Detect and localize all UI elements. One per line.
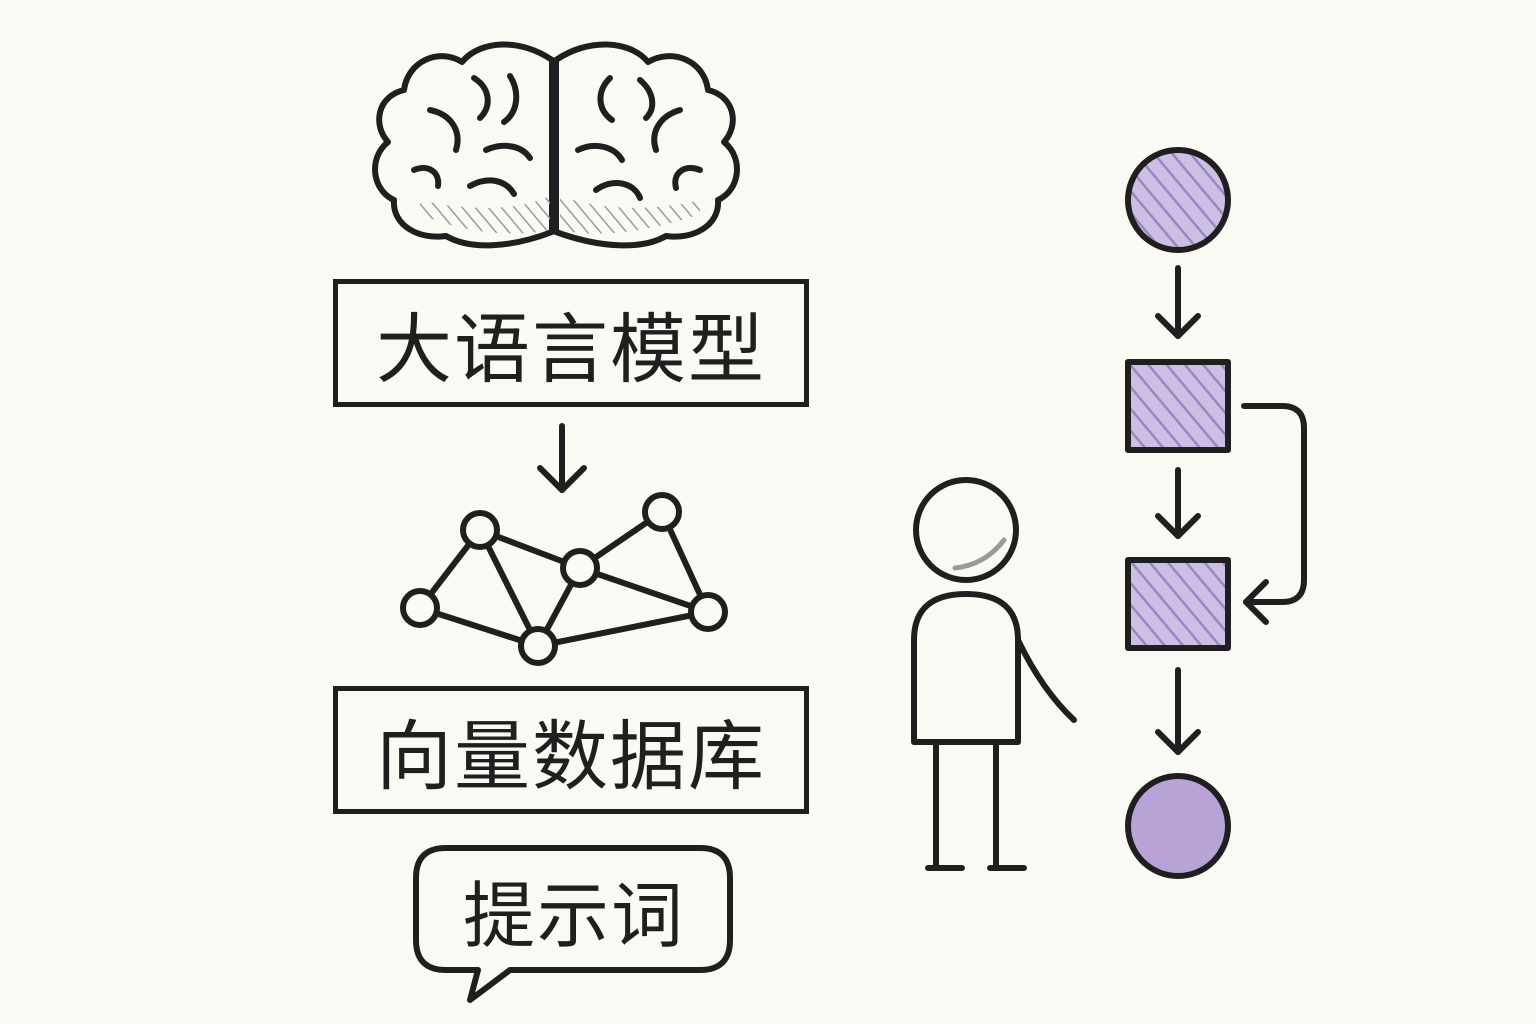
prompt-bubble: 提示词: [416, 846, 732, 972]
llm-label: 大语言模型: [376, 305, 766, 394]
speech-bubble-icon: [413, 845, 733, 1003]
vector-db-label-box: 向量数据库: [333, 686, 809, 814]
llm-label-box: 大语言模型: [333, 279, 809, 407]
network-graph-icon: [400, 492, 728, 666]
vector-db-label: 向量数据库: [376, 712, 766, 801]
arrow-llm-to-vectors: [537, 423, 587, 493]
brain-icon: [372, 41, 740, 249]
person-icon: [911, 477, 1077, 871]
flow-end-node: [1125, 773, 1231, 879]
flow-step-2: [1125, 557, 1231, 651]
prompt-label: 提示词: [462, 873, 685, 958]
flow-step-1: [1125, 359, 1231, 453]
flow-start-node: [1125, 147, 1231, 253]
flowchart-icon: [1125, 147, 1307, 879]
